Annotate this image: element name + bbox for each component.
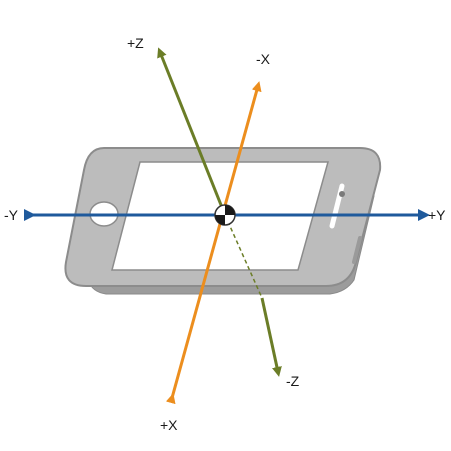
label-plus-x: +X bbox=[160, 417, 178, 433]
origin-marker bbox=[214, 204, 236, 226]
x-axis-line bbox=[165, 81, 262, 405]
label-plus-z: +Z bbox=[127, 35, 144, 51]
label-minus-z: -Z bbox=[286, 373, 300, 389]
camera-dot bbox=[339, 191, 345, 197]
label-minus-x: -X bbox=[256, 51, 271, 67]
label-plus-y: +Y bbox=[428, 207, 446, 223]
z-axis-negative-line bbox=[260, 297, 282, 377]
label-minus-y: -Y bbox=[4, 207, 19, 223]
side-button bbox=[352, 236, 362, 264]
